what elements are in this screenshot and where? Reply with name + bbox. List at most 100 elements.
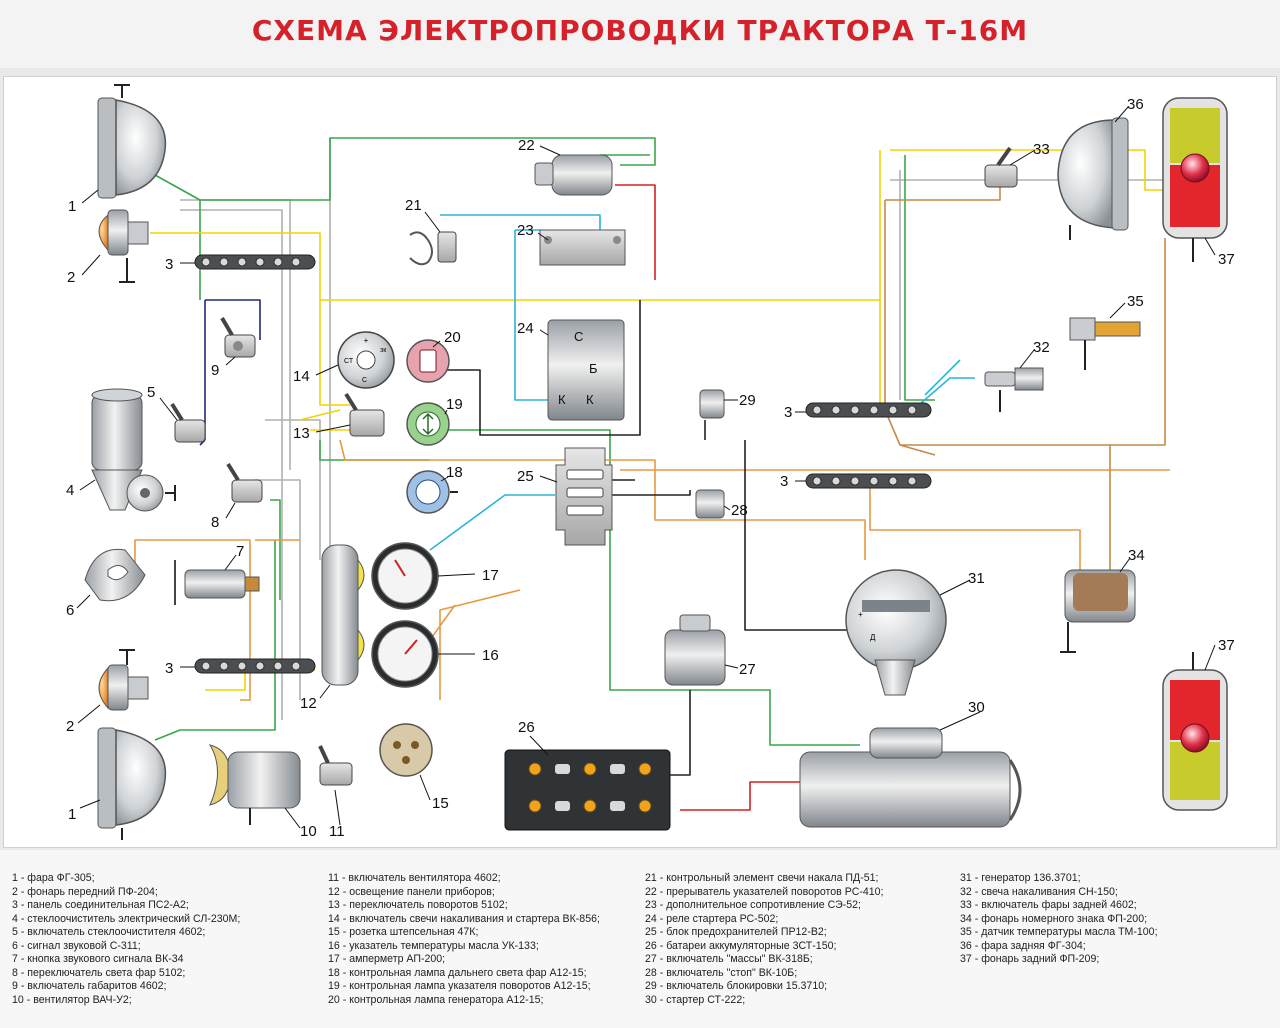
label-37-bottom: 37 <box>1218 637 1235 654</box>
wire-black <box>445 300 855 776</box>
wire-red <box>615 184 810 811</box>
rear-light-bottom <box>1162 652 1228 811</box>
oil-temperature-sensor <box>1069 317 1141 370</box>
legend-item: 15 - розетка штепсельная 47К; <box>328 926 479 938</box>
legend-item: 11 - включатель вентилятора 4602; <box>328 872 501 884</box>
connection-panel-top-left <box>194 254 316 270</box>
label-7: 7 <box>236 543 244 560</box>
label-16: 16 <box>482 647 499 664</box>
label-2-bottom: 2 <box>66 718 74 735</box>
label-19: 19 <box>446 396 463 413</box>
headlamp-front-bottom <box>97 727 167 840</box>
wire-green <box>154 137 860 746</box>
legend-item: 14 - включатель свечи накаливания и стар… <box>328 912 600 925</box>
label-14: 14 <box>293 368 310 385</box>
legend-item: 30 - стартер СТ-222; <box>645 993 746 1006</box>
label-34: 34 <box>1128 547 1145 564</box>
label-8: 8 <box>211 514 219 531</box>
diagram-title: СХЕМА ЭЛЕКТРОПРОВОДКИ ТРАКТОРА Т-16М <box>251 14 1029 47</box>
legend-item: 31 - генератор 136.3701; <box>960 872 1081 884</box>
starter-relay: С Б К К <box>547 319 625 421</box>
legend-item: 24 - реле стартера РС-502; <box>645 912 779 925</box>
terminal-s: С <box>362 377 367 384</box>
label-11: 11 <box>329 823 345 840</box>
legend-item: 18 - контрольная лампа дальнего света фа… <box>328 966 587 979</box>
label-32: 32 <box>1033 339 1050 356</box>
label-33: 33 <box>1033 141 1050 158</box>
legend-item: 5 - включатель стеклоочистителя 4602; <box>12 926 206 938</box>
label-3-bottom-left: 3 <box>165 660 173 677</box>
glow-plug-control-element <box>409 231 457 266</box>
wire-navy <box>199 299 261 446</box>
label-1-top: 1 <box>68 198 76 215</box>
legend-item: 28 - включатель "стоп" ВК-10Б; <box>645 966 798 979</box>
legend-item: 21 - контрольный элемент свечи накала ПД… <box>645 872 879 884</box>
legend-item: 13 - переключатель поворотов 5102; <box>328 899 508 911</box>
turn-signal-switch[interactable] <box>344 392 385 437</box>
wire-brown <box>884 185 1166 580</box>
legend-item: 2 - фонарь передний ПФ-204; <box>12 885 158 898</box>
leader-lines <box>76 106 1216 829</box>
alternator-terminal-d: Д <box>870 633 876 642</box>
rear-headlamp <box>1057 117 1129 240</box>
legend-item: 10 - вентилятор ВАЧ-У2; <box>12 993 132 1006</box>
fuse-block <box>555 447 613 546</box>
terminal-st: СТ <box>344 358 354 365</box>
relay-terminal-s: С <box>574 329 583 344</box>
wires <box>134 137 1170 811</box>
headlight-switch[interactable] <box>226 462 263 503</box>
connection-panel-right-top <box>805 402 932 418</box>
label-22: 22 <box>518 137 535 154</box>
rear-headlight-switch[interactable] <box>984 146 1018 188</box>
turn-flasher-relay <box>534 154 613 196</box>
legend-item: 1 - фара ФГ-305; <box>12 872 95 884</box>
instrument-panel-lighting <box>321 544 365 686</box>
legend-item: 26 - батареи аккумуляторные 3СТ-150; <box>645 939 837 952</box>
license-plate-light <box>1060 569 1136 653</box>
label-4: 4 <box>66 482 74 499</box>
wiper-switch[interactable] <box>170 402 206 443</box>
label-20: 20 <box>444 329 461 346</box>
label-30: 30 <box>968 699 985 716</box>
power-socket <box>379 723 433 777</box>
label-37-top: 37 <box>1218 251 1235 268</box>
alternator: + Д <box>845 569 947 696</box>
wiring-diagram: + зк СТ С <box>66 84 1235 840</box>
stop-switch[interactable] <box>695 489 725 519</box>
label-3-top-left: 3 <box>165 256 173 273</box>
horn-button[interactable] <box>174 560 260 605</box>
legend-item: 17 - амперметр АП-200; <box>328 953 446 965</box>
legend-item: 19 - контрольная лампа указателя поворот… <box>328 980 591 992</box>
alternator-terminal-plus: + <box>858 610 863 619</box>
parking-lights-switch[interactable] <box>220 316 256 358</box>
legend-item: 37 - фонарь задний ФП-209; <box>960 953 1100 965</box>
label-31: 31 <box>968 570 985 587</box>
label-3-right-top: 3 <box>784 404 792 421</box>
ground-switch[interactable] <box>664 614 726 686</box>
label-5: 5 <box>147 384 155 401</box>
glow-start-switch[interactable]: + зк СТ С <box>337 331 395 389</box>
wire-yellow <box>150 149 1165 691</box>
front-marker-light-bottom <box>98 649 149 711</box>
legend-item: 3 - панель соединительная ПС2-А2; <box>12 899 189 911</box>
battery-pack <box>504 749 671 831</box>
legend-item: 22 - прерыватель указателей поворотов РС… <box>645 885 884 898</box>
legend-item: 7 - кнопка звукового сигнала ВК-34 <box>12 953 184 965</box>
legend-item: 12 - освещение панели приборов; <box>328 885 495 898</box>
label-13: 13 <box>293 425 310 442</box>
relay-terminal-b: Б <box>589 361 598 376</box>
legend-item: 36 - фара задняя ФГ-304; <box>960 939 1086 952</box>
legend-item: 34 - фонарь номерного знака ФП-200; <box>960 912 1148 925</box>
legend-item: 23 - дополнительное сопротивление СЭ-52; <box>645 899 861 911</box>
high-beam-lamp <box>406 470 458 514</box>
relay-terminal-k2: К <box>586 392 594 407</box>
legend-item: 29 - включатель блокировки 15.3710; <box>645 980 828 992</box>
label-3-right-bottom: 3 <box>780 473 788 490</box>
horn <box>84 548 146 602</box>
label-29: 29 <box>739 392 756 409</box>
label-2-top: 2 <box>67 269 75 286</box>
label-1-bottom: 1 <box>68 806 76 823</box>
fan-switch[interactable] <box>318 745 353 786</box>
interlock-switch[interactable] <box>699 389 725 419</box>
label-26: 26 <box>518 719 535 736</box>
